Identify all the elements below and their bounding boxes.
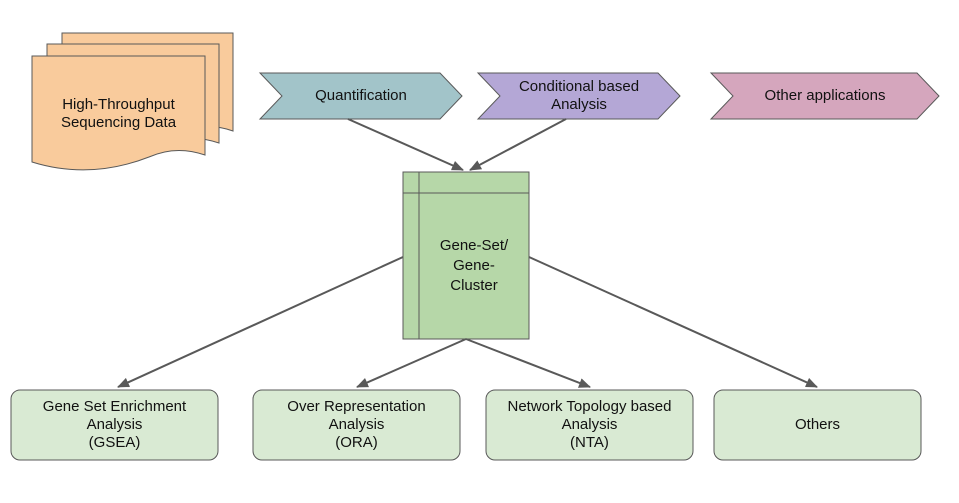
method-ora-label: Over Representation Analysis (ORA) — [253, 390, 460, 460]
method-ora-box — [252, 389, 461, 461]
gene-set-label-line2: Gene- — [453, 257, 495, 274]
method-others-label: Others — [714, 390, 921, 460]
method-gsea-box — [10, 389, 219, 461]
step-other-applications-label: Other applications — [733, 73, 917, 119]
step-quantification-label-line1: Quantification — [315, 87, 407, 104]
gene-set-cluster-label: Gene-Set/ Gene- Cluster — [419, 193, 529, 339]
step-conditional-label-line2: Analysis — [551, 96, 607, 113]
step-other-applications-label-line1: Other applications — [764, 87, 886, 104]
method-nta-label: Network Topology based Analysis (NTA) — [486, 390, 693, 460]
method-others-label-line1: Others — [794, 416, 840, 433]
arrow-gene-set-to-others — [528, 256, 818, 388]
method-nta-label-line1: Network Topology based — [507, 398, 672, 415]
gene-set-label-line1: Gene-Set/ — [439, 237, 509, 254]
sequencing-data-label: High-Throughput Sequencing Data — [32, 84, 205, 144]
step-conditional-analysis-shape — [476, 72, 681, 120]
step-quantification-shape — [258, 72, 463, 120]
arrow-conditional-to-gene-set — [469, 118, 567, 171]
arrow-quantification-to-gene-set — [347, 118, 464, 171]
document-front — [31, 55, 206, 171]
method-gsea-label-line3: (GSEA) — [88, 434, 141, 451]
method-nta-box — [485, 389, 694, 461]
method-others-box — [713, 389, 922, 461]
step-other-applications-shape — [709, 72, 940, 120]
method-gsea-label-line2: Analysis — [86, 416, 143, 433]
arrow-gene-set-to-ora — [356, 338, 467, 388]
method-nta-label-line3: (NTA) — [570, 434, 609, 451]
method-gsea-label: Gene Set Enrichment Analysis (GSEA) — [11, 390, 218, 460]
method-nta-label-line2: Analysis — [561, 416, 618, 433]
method-ora-label-line2: Analysis — [328, 416, 385, 433]
sequencing-data-document-stack — [31, 32, 234, 171]
step-conditional-label-line1: Conditional based — [518, 78, 640, 95]
arrow-gene-set-to-gsea — [117, 256, 404, 388]
step-quantification-label: Quantification — [282, 73, 440, 119]
step-conditional-analysis-label: Conditional based Analysis — [500, 73, 658, 119]
method-gsea-label-line1: Gene Set Enrichment — [42, 398, 187, 415]
sequencing-data-label-line1: High-Throughput — [62, 96, 175, 113]
arrow-gene-set-to-nta — [465, 338, 591, 388]
sequencing-data-label-line2: Sequencing Data — [60, 114, 177, 131]
gene-set-cluster-box — [402, 171, 530, 340]
gene-set-label-line3: Cluster — [450, 277, 498, 294]
method-ora-label-line1: Over Representation — [287, 398, 426, 415]
method-ora-label-line3: (ORA) — [335, 434, 378, 451]
